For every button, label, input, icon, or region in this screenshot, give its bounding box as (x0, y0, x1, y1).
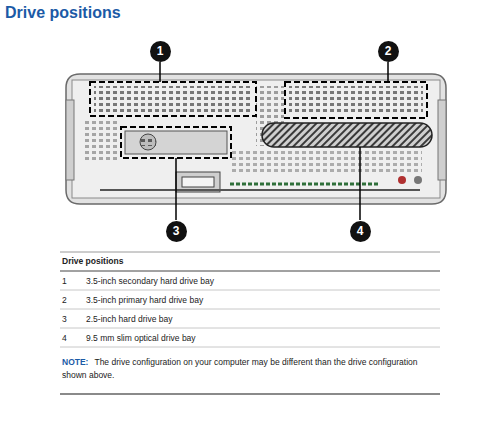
board-connector (182, 177, 214, 187)
table-cell: 3.5-inch secondary hard drive bay (86, 276, 214, 286)
bay-highlight (90, 82, 256, 116)
fan-hub (140, 134, 156, 150)
callout-number: 3 (173, 224, 180, 238)
leader-line (387, 62, 389, 82)
bay-highlight (285, 82, 427, 118)
side-rail (438, 100, 446, 180)
vent-grid (94, 86, 252, 112)
board-edge (100, 189, 420, 191)
row-number: 1 (62, 276, 67, 286)
table-rule (60, 252, 440, 253)
page-title: Drive positions (5, 4, 121, 22)
vent-grid (289, 86, 423, 114)
table-header: Drive positions (62, 256, 123, 266)
callout-circle: 3 (166, 221, 187, 242)
chassis-outline (66, 74, 446, 204)
callout-number: 2 (385, 44, 392, 58)
row-number: 2 (62, 295, 67, 305)
leader-line (159, 62, 161, 82)
leader-line (175, 158, 177, 220)
callout-circle: 2 (378, 41, 399, 62)
row-number: 3 (62, 314, 67, 324)
vent-grid (232, 150, 422, 172)
optical-slot (262, 123, 432, 147)
leader-line (359, 147, 361, 220)
note-block: NOTE:The drive configuration on your com… (62, 356, 434, 382)
vent-grid (140, 138, 156, 146)
row-number: 4 (62, 333, 67, 343)
note-label: NOTE: (62, 357, 88, 367)
table-cell: 3.5-inch primary hard drive bay (86, 295, 203, 305)
drive-bay (125, 131, 227, 154)
note-text: The drive configuration on your computer… (62, 357, 417, 380)
callout-number: 1 (157, 44, 164, 58)
callout-circle: 4 (350, 221, 371, 242)
vent-grid (85, 118, 119, 162)
chassis-frame (72, 80, 440, 198)
port (414, 176, 422, 184)
table-rule (60, 290, 440, 291)
table-rule (60, 393, 440, 395)
status-light (398, 176, 406, 184)
callout-circle: 1 (150, 41, 171, 62)
board-trace (230, 183, 380, 186)
table-rule (60, 347, 440, 348)
bay-highlight (121, 127, 231, 158)
table-cell: 9.5 mm slim optical drive bay (86, 333, 196, 343)
table-rule (60, 328, 440, 329)
table-rule (60, 309, 440, 310)
side-rail (66, 100, 74, 180)
callout-number: 4 (357, 224, 364, 238)
table-rule (60, 271, 440, 272)
table-cell: 2.5-inch hard drive bay (86, 314, 172, 324)
